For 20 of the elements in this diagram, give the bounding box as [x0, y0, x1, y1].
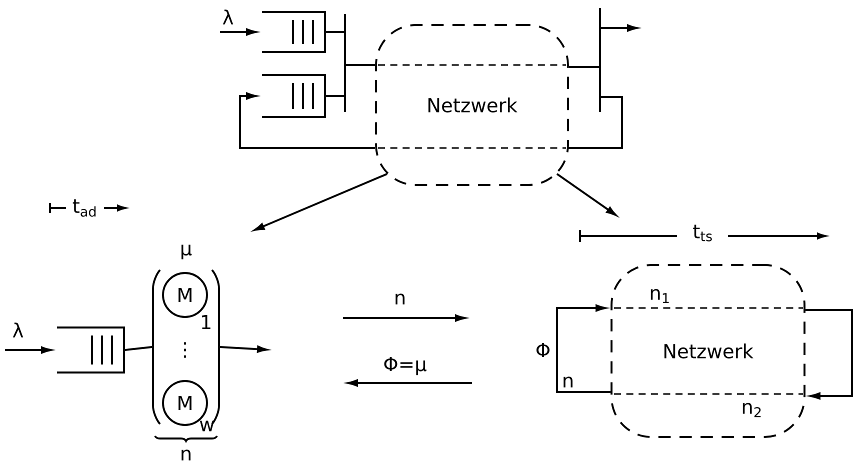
count-label: n$_{1}$: [650, 288, 669, 304]
index-label: μ: [182, 244, 192, 260]
count-label: n: [182, 450, 190, 460]
count-label: n: [564, 376, 572, 388]
count-label: n$_{2}$: [742, 402, 761, 418]
queue-symbol: [262, 11, 326, 53]
queue-symbol: [262, 74, 326, 118]
edge-label: λ: [12, 322, 24, 338]
flow-label: Φ=μ: [384, 356, 426, 376]
edge-label: Φ: [536, 342, 550, 358]
time-label: t$_{ad}$: [72, 199, 96, 217]
ellipsis: ⋮: [184, 342, 186, 358]
queue-symbol: [57, 326, 125, 374]
network-cloud: Netzwerk: [375, 24, 569, 186]
edge-label: λ: [222, 10, 234, 24]
flow-label: n: [396, 294, 404, 304]
arrow: [805, 309, 853, 400]
arrow: [556, 304, 611, 393]
arrow: [239, 92, 376, 149]
time-label: t$_{ts}$: [693, 224, 712, 242]
